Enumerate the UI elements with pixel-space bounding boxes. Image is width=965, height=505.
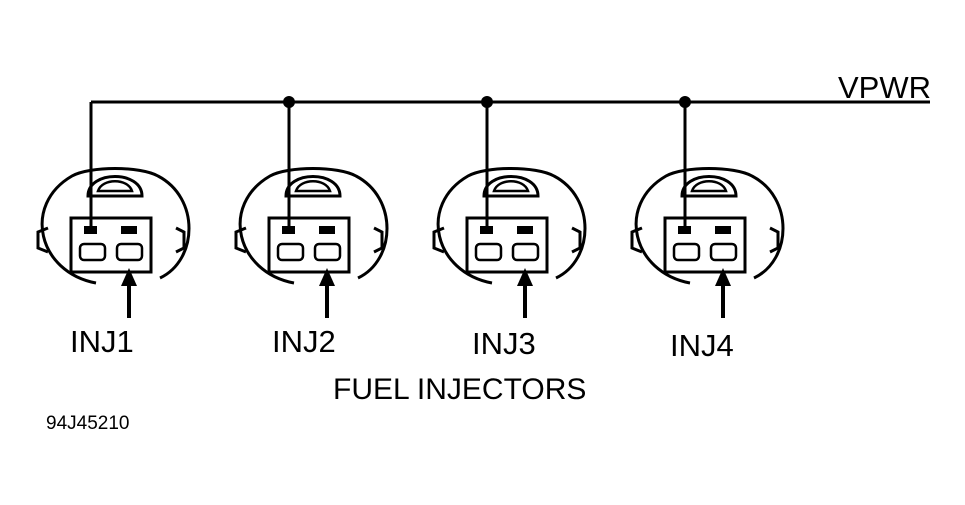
terminal-pin-2: [715, 226, 731, 234]
pointer-arrow-head: [517, 268, 533, 286]
pointer-arrow-head: [121, 268, 137, 286]
injector-4-connector: [630, 102, 785, 318]
injector-1-label: INJ1: [70, 324, 134, 359]
terminal-pad-2: [511, 242, 540, 262]
splice-dot-3: [481, 96, 493, 108]
terminal-pad-2: [709, 242, 738, 262]
locking-tab-slot: [492, 180, 530, 193]
splice-dot-4: [679, 96, 691, 108]
latch-ear-right: [175, 226, 186, 254]
splice-dot-2: [283, 96, 295, 108]
latch-ear-left: [234, 226, 247, 254]
injector-3-connector: [432, 102, 587, 318]
locking-tab-slot: [294, 180, 332, 193]
latch-ear-left: [432, 226, 445, 254]
locking-tab-slot: [690, 180, 728, 193]
latch-ear-right: [373, 226, 384, 254]
injector-2-connector: [234, 102, 389, 318]
terminal-pin-2: [319, 226, 335, 234]
terminal-pad-1: [474, 242, 503, 262]
pointer-arrow-head: [319, 268, 335, 286]
figure-id-label: 94J45210: [46, 413, 130, 434]
latch-ear-left: [630, 226, 643, 254]
injector-3-label: INJ3: [472, 326, 536, 361]
latch-ear-right: [769, 226, 780, 254]
latch-ear-right: [571, 226, 582, 254]
terminal-pin-2: [517, 226, 533, 234]
injector-4-label: INJ4: [670, 328, 734, 363]
terminal-pad-2: [115, 242, 144, 262]
vpwr-label: VPWR: [838, 70, 931, 105]
locking-tab-slot: [96, 180, 134, 193]
pointer-arrow-head: [715, 268, 731, 286]
injector-2-label: INJ2: [272, 324, 336, 359]
diagram-caption: FUEL INJECTORS: [333, 373, 587, 406]
injector-1-connector: [36, 102, 191, 318]
latch-ear-left: [36, 226, 49, 254]
terminal-pin-2: [121, 226, 137, 234]
terminal-pad-1: [276, 242, 305, 262]
terminal-pad-2: [313, 242, 342, 262]
terminal-pad-1: [672, 242, 701, 262]
terminal-pad-1: [78, 242, 107, 262]
